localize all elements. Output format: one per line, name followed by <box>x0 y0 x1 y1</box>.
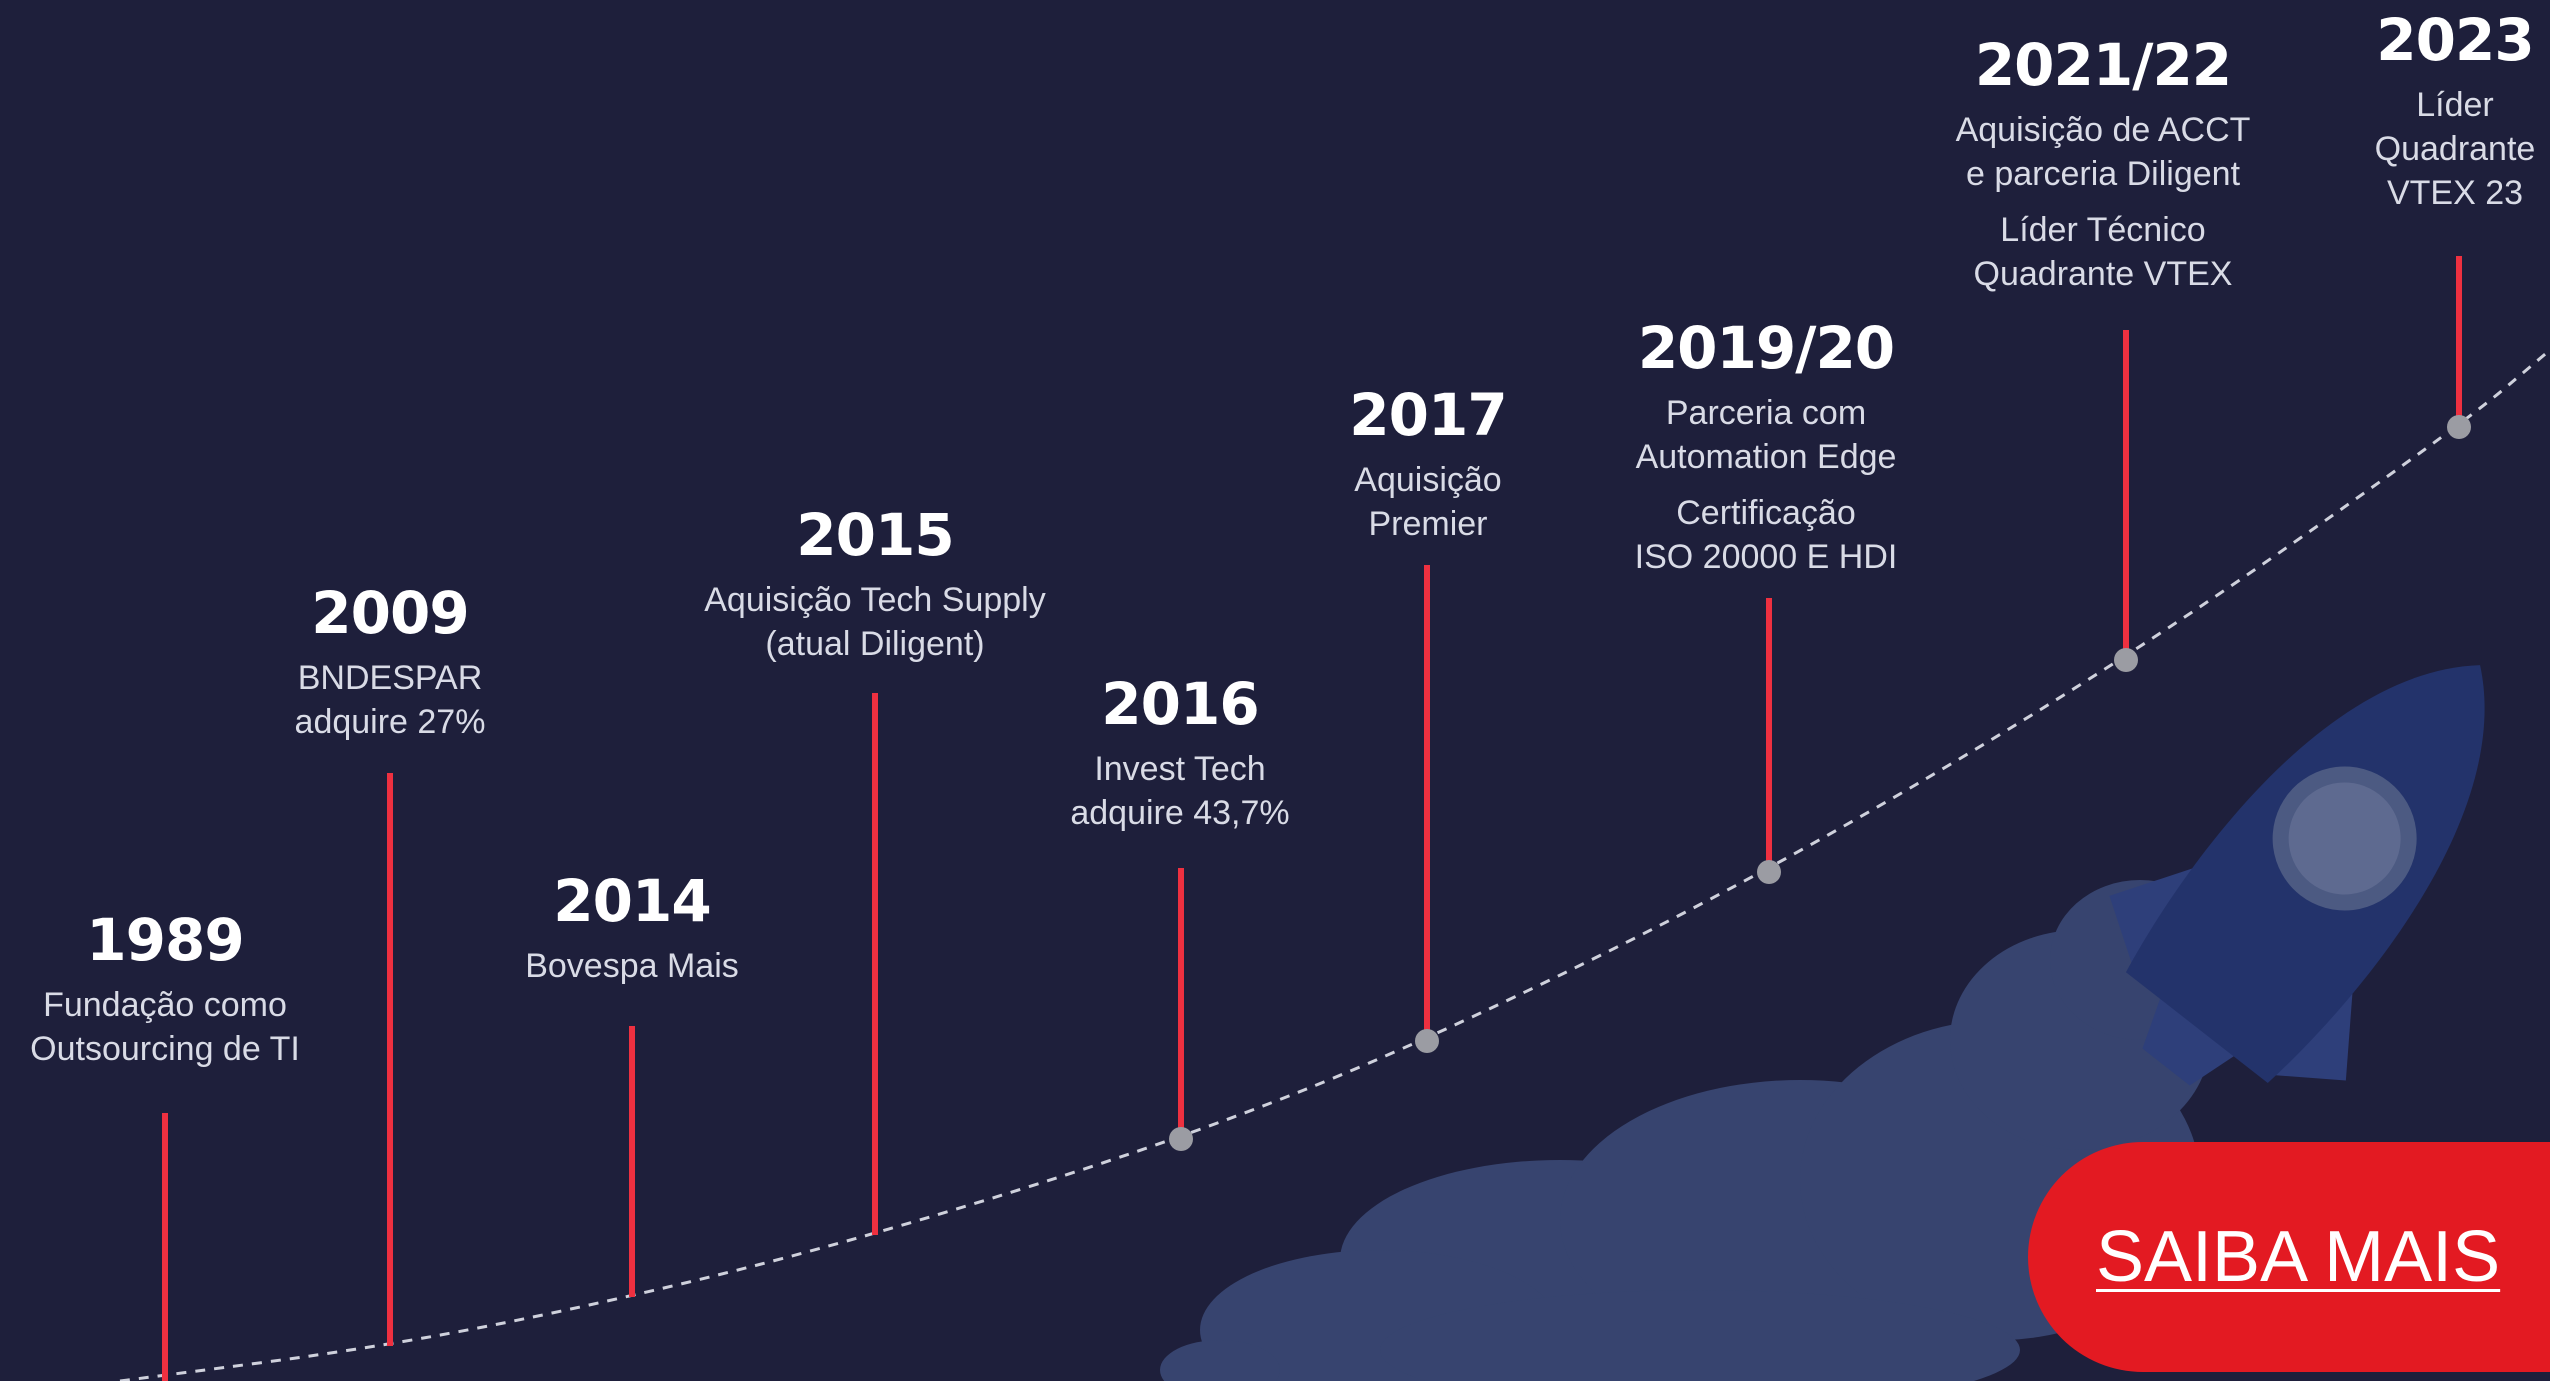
milestone-year: 2023 <box>2376 6 2534 74</box>
milestone-description-line: Automation Edge <box>1635 438 1897 476</box>
milestone-stem <box>1178 868 1184 1132</box>
milestone-description-line: Bovespa Mais <box>525 947 739 985</box>
milestone-description-line: Outsourcing de TI <box>30 1030 300 1068</box>
milestone-stem <box>1424 565 1430 1035</box>
milestone-stem <box>629 1026 635 1297</box>
milestone-dot <box>1757 860 1781 884</box>
milestone-description-line: Líder Técnico <box>2000 211 2206 249</box>
milestone-description-line: adquire 27% <box>294 703 486 741</box>
milestone-stem <box>2123 330 2129 655</box>
milestone-description: Aquisição de ACCT e parceria Diligent <box>1883 108 2323 196</box>
milestone-dot <box>1415 1029 1439 1053</box>
milestone-stem <box>1766 598 1772 866</box>
milestone-stem <box>387 773 393 1346</box>
milestone-description-line: adquire 43,7% <box>1070 794 1290 832</box>
milestone-description-line: Invest Tech <box>1094 750 1266 788</box>
milestone-description-line: BNDESPAR <box>297 659 483 697</box>
milestone-description-line: VTEX 23 <box>2386 174 2524 212</box>
milestone-description-line: Parceria com <box>1665 394 1867 432</box>
milestone-description: Bovespa Mais <box>412 944 852 988</box>
milestone-description-line: Aquisição <box>1354 461 1502 499</box>
milestone-dot <box>2114 648 2138 672</box>
milestone-description-line: Quadrante <box>2374 130 2536 168</box>
milestone-year: 2014 <box>553 867 711 935</box>
milestone-dot <box>2447 415 2471 439</box>
smoke-cloud-icon <box>1160 880 2230 1381</box>
milestone-description: Aquisição Tech Supply (atual Diligent) <box>655 578 1095 666</box>
milestone-description-line: ISO 20000 E HDI <box>1634 538 1898 576</box>
milestone-dot <box>1169 1127 1193 1151</box>
milestone-description-line: e parceria Diligent <box>1965 155 2241 193</box>
milestone-year: 2009 <box>311 579 469 647</box>
milestone-stem <box>162 1113 168 1381</box>
milestone-description: Invest Tech adquire 43,7% <box>960 747 1400 835</box>
milestone-description-line: Aquisição de ACCT <box>1955 111 2251 149</box>
milestone-year: 2015 <box>796 501 954 569</box>
milestone-description-line: Líder <box>2416 86 2494 124</box>
milestone-description: BNDESPAR adquire 27% <box>170 656 610 744</box>
milestone-description-line: Quadrante VTEX <box>1973 255 2233 293</box>
milestone-description-line: Certificação <box>1676 494 1856 532</box>
milestone-year: 2016 <box>1101 670 1259 738</box>
milestone-year: 2021/22 <box>1974 31 2232 99</box>
milestone-description-line: Fundação como <box>43 986 287 1024</box>
milestone-stem <box>2456 256 2462 420</box>
milestone-year: 2019/20 <box>1637 314 1895 382</box>
milestone-stem <box>872 693 878 1235</box>
milestone-description-line: Premier <box>1368 505 1488 543</box>
rocket-icon <box>2109 665 2485 1086</box>
milestone-year: 2017 <box>1349 381 1507 449</box>
milestone-description-line: Aquisição Tech Supply <box>704 581 1046 619</box>
milestone-description-line: (atual Diligent) <box>765 625 985 663</box>
saiba-mais-button[interactable]: SAIBA MAIS <box>2028 1142 2550 1372</box>
dashed-growth-line <box>119 348 2550 1381</box>
milestone-year: 1989 <box>86 906 244 974</box>
